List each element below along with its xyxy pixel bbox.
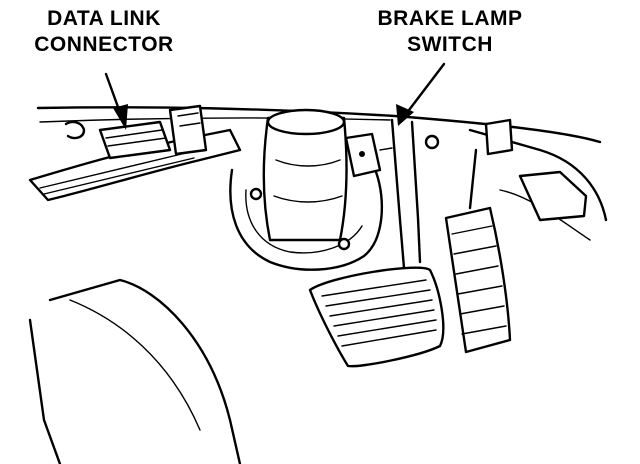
floor-outline	[48, 278, 242, 464]
data-link-connector	[98, 104, 208, 160]
fastener-center	[424, 134, 440, 150]
knee-bolster	[28, 128, 242, 202]
door-sill	[28, 318, 62, 464]
column-boot	[229, 168, 384, 271]
brake-lamp-switch-label-line-1: BRAKE LAMP	[377, 7, 523, 30]
boot-fastener-right	[337, 237, 351, 251]
brake-lamp-switch-label-line-2: SWITCH	[407, 33, 493, 56]
firewall-right	[468, 128, 608, 222]
bracket-left	[64, 120, 86, 140]
dash-panel-edge	[36, 106, 602, 144]
brake-lamp-switch-label: BRAKE LAMP SWITCH	[352, 6, 548, 58]
brake-pedal	[308, 266, 445, 368]
data-link-connector-label: DATA LINK CONNECTOR	[14, 6, 194, 58]
brake-lamp-switch	[344, 132, 393, 178]
leader-arrow-brake-lamp-switch	[396, 104, 414, 126]
knee-bolster-ribs	[39, 151, 195, 195]
data-link-connector-label-line-2: CONNECTOR	[34, 33, 174, 56]
floor-edge	[69, 299, 201, 431]
leader-arrow-data-link-connector	[113, 104, 128, 130]
steering-column	[262, 108, 348, 242]
bracket-right	[518, 170, 588, 222]
leader-brake-lamp-switch	[404, 62, 446, 116]
brake-pedal-arm	[390, 118, 406, 270]
brake-pedal-arm-edge	[410, 120, 422, 264]
accelerator-pedal	[444, 148, 512, 354]
connector-right	[484, 118, 514, 156]
data-link-connector-label-line-1: DATA LINK	[47, 7, 161, 30]
boot-fastener-left	[249, 187, 263, 201]
